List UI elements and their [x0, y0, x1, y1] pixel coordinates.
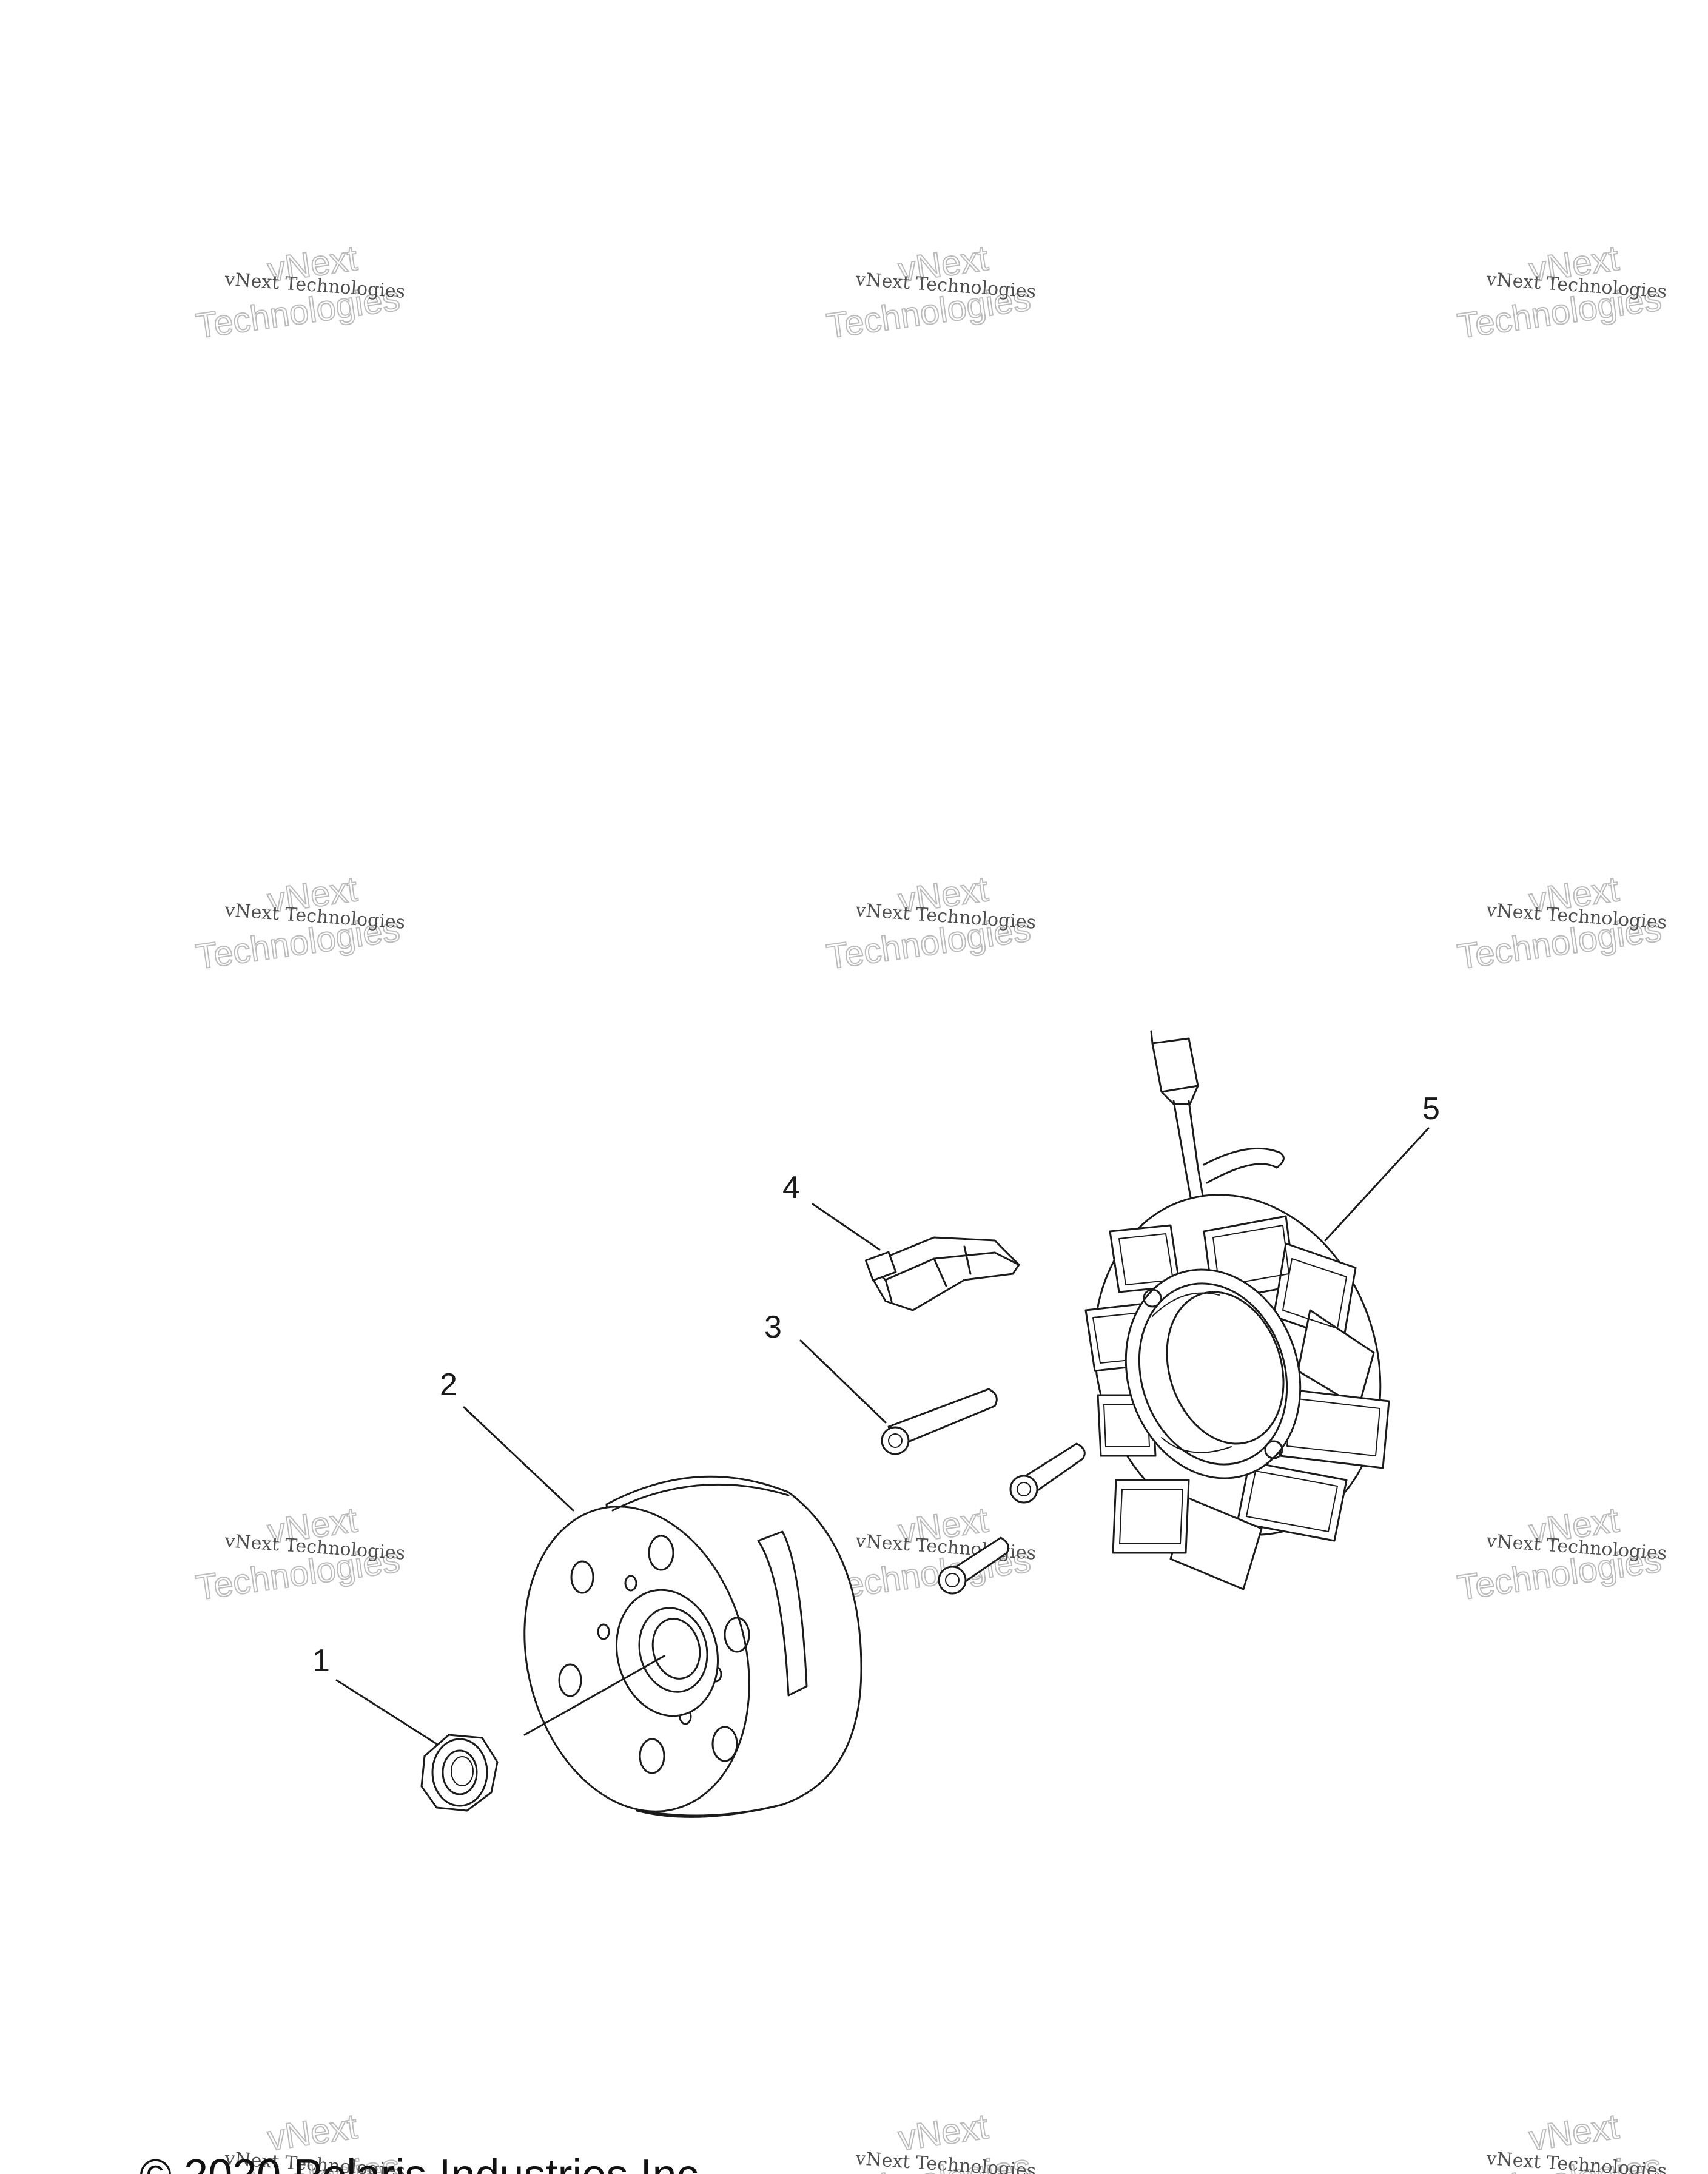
callout-1: 1 [312, 1643, 330, 1678]
watermark-layer: vNext Technologies vNext Technologies vN… [193, 238, 1667, 2174]
pickup-sensor [864, 1236, 1020, 1311]
callout-5: 5 [1422, 1091, 1440, 1126]
bolt-lower [938, 1536, 1009, 1595]
callout-3: 3 [764, 1310, 782, 1345]
bolt-upper [881, 1388, 998, 1455]
leader-lines [335, 1127, 1430, 1745]
watermark-outline-top: vNext [896, 2107, 990, 2158]
watermark-outline-top: vNext [1527, 2107, 1621, 2158]
copyright-text: © 2020 Polaris Industries Inc. [140, 2151, 711, 2174]
flywheel [523, 1475, 862, 1818]
callout-4: 4 [782, 1170, 800, 1205]
bolt-middle [1009, 1442, 1086, 1504]
flange-nut [420, 1734, 499, 1812]
callout-2: 2 [440, 1367, 457, 1402]
stator-assembly [1084, 1030, 1390, 1590]
